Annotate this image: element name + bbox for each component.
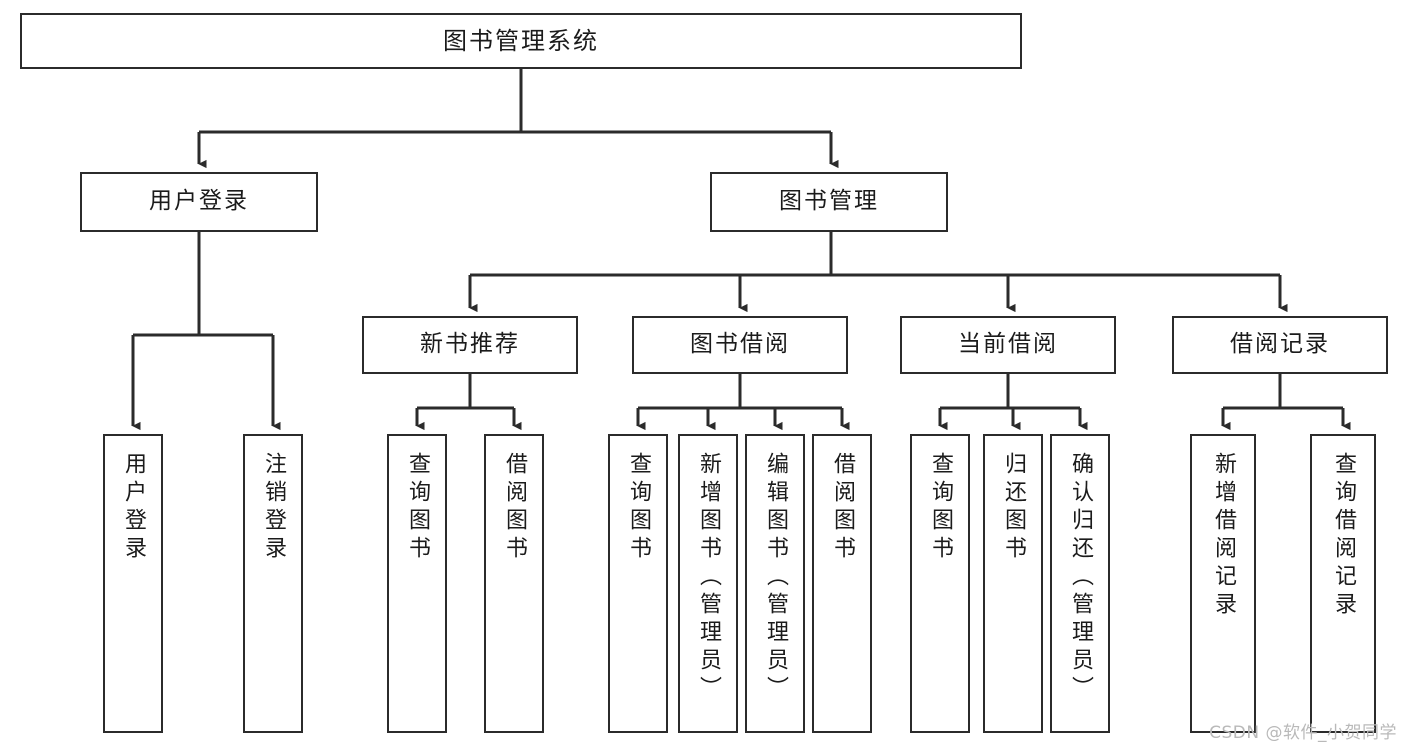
leaf-node-label: 编辑图书（管理员） bbox=[763, 452, 788, 704]
leaf-node[interactable]: 确认归还（管理员） bbox=[1050, 434, 1110, 733]
leaf-node-label: 归还图书 bbox=[1001, 452, 1026, 564]
node-book-management[interactable]: 图书管理 bbox=[710, 172, 948, 232]
leaf-node[interactable]: 查询图书 bbox=[387, 434, 447, 733]
leaf-node[interactable]: 新增图书（管理员） bbox=[678, 434, 738, 733]
leaf-node-label: 借阅图书 bbox=[502, 452, 527, 564]
leaf-node[interactable]: 注销登录 bbox=[243, 434, 303, 733]
leaf-node[interactable]: 新增借阅记录 bbox=[1190, 434, 1256, 733]
node-new-book-recommend-label: 新书推荐 bbox=[420, 331, 520, 358]
node-new-book-recommend[interactable]: 新书推荐 bbox=[362, 316, 578, 374]
leaf-node[interactable]: 查询借阅记录 bbox=[1310, 434, 1376, 733]
node-root-label: 图书管理系统 bbox=[443, 26, 599, 55]
leaf-node-label: 新增图书（管理员） bbox=[696, 452, 721, 704]
leaf-node-label: 查询图书 bbox=[626, 452, 651, 564]
leaf-node-label: 确认归还（管理员） bbox=[1068, 452, 1093, 704]
node-borrow-record-label: 借阅记录 bbox=[1230, 331, 1330, 358]
leaf-node[interactable]: 用户登录 bbox=[103, 434, 163, 733]
csdn-watermark: CSDN @软件_小贺同学 bbox=[1209, 723, 1397, 743]
node-user-login[interactable]: 用户登录 bbox=[80, 172, 318, 232]
node-book-borrow-label: 图书借阅 bbox=[690, 331, 790, 358]
leaf-node[interactable]: 借阅图书 bbox=[812, 434, 872, 733]
leaf-node-label: 注销登录 bbox=[261, 452, 286, 564]
leaf-node-label: 用户登录 bbox=[121, 452, 146, 564]
leaf-node[interactable]: 归还图书 bbox=[983, 434, 1043, 733]
node-user-login-label: 用户登录 bbox=[149, 188, 249, 215]
leaf-node[interactable]: 查询图书 bbox=[608, 434, 668, 733]
leaf-node[interactable]: 借阅图书 bbox=[484, 434, 544, 733]
leaf-node-label: 查询图书 bbox=[405, 452, 430, 564]
node-book-management-label: 图书管理 bbox=[779, 188, 879, 215]
leaf-node-label: 新增借阅记录 bbox=[1211, 452, 1236, 620]
leaf-node-label: 借阅图书 bbox=[830, 452, 855, 564]
leaf-node[interactable]: 编辑图书（管理员） bbox=[745, 434, 805, 733]
node-borrow-record[interactable]: 借阅记录 bbox=[1172, 316, 1388, 374]
node-current-borrow-label: 当前借阅 bbox=[958, 331, 1058, 358]
node-current-borrow[interactable]: 当前借阅 bbox=[900, 316, 1116, 374]
leaf-node[interactable]: 查询图书 bbox=[910, 434, 970, 733]
leaf-node-label: 查询借阅记录 bbox=[1331, 452, 1356, 620]
leaf-node-label: 查询图书 bbox=[928, 452, 953, 564]
node-book-borrow[interactable]: 图书借阅 bbox=[632, 316, 848, 374]
node-root[interactable]: 图书管理系统 bbox=[20, 13, 1022, 69]
